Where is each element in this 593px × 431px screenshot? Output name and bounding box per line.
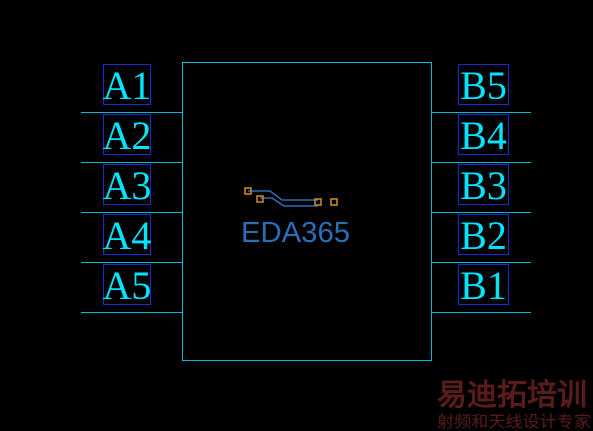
pin-b3[interactable]: B3 xyxy=(432,163,531,213)
right-pins: B5 B4 B3 B2 B1 xyxy=(432,63,531,313)
pin-label: A5 xyxy=(103,263,152,308)
pin-label-box xyxy=(103,264,151,305)
pin-label-box xyxy=(458,164,509,205)
pcb-trace-icon xyxy=(244,187,338,207)
watermark-subtitle: 射频和天线设计专家 xyxy=(437,412,591,431)
pin-label-box xyxy=(103,214,151,255)
pin-label-box xyxy=(458,114,509,155)
pin-label: A2 xyxy=(103,113,152,158)
pin-label-box xyxy=(458,64,509,105)
pin-label: A1 xyxy=(103,63,152,108)
pin-a4[interactable]: A4 xyxy=(81,213,182,263)
watermark-title: 易迪拓培训 xyxy=(437,378,587,413)
pin-label: B2 xyxy=(460,213,507,258)
pin-b4[interactable]: B4 xyxy=(432,113,531,163)
pin-a5[interactable]: A5 xyxy=(81,263,182,313)
component-body xyxy=(182,62,432,361)
watermark: 易迪拓培训 射频和天线设计专家 xyxy=(437,378,591,431)
pin-a1[interactable]: A1 xyxy=(81,63,182,113)
pin-b5[interactable]: B5 xyxy=(432,63,531,113)
pin-b2[interactable]: B2 xyxy=(432,213,531,263)
eda365-logo: EDA365 xyxy=(241,187,350,249)
pin-a3[interactable]: A3 xyxy=(81,163,182,213)
pin-label-box xyxy=(458,214,509,255)
left-pins: A1 A2 A3 A4 A5 xyxy=(81,63,182,313)
pin-label: A3 xyxy=(103,163,152,208)
pin-label: B5 xyxy=(460,63,507,108)
pin-b1[interactable]: B1 xyxy=(432,263,531,313)
pin-label: B1 xyxy=(460,263,507,308)
pin-label: B4 xyxy=(460,113,507,158)
pin-label: B3 xyxy=(460,163,507,208)
pin-label-box xyxy=(103,64,151,105)
logo-text: EDA365 xyxy=(241,217,350,249)
pin-a2[interactable]: A2 xyxy=(81,113,182,163)
pin-label-box xyxy=(458,264,509,305)
pin-label-box xyxy=(103,164,151,205)
pin-label: A4 xyxy=(103,213,152,258)
pin-label-box xyxy=(103,114,151,155)
